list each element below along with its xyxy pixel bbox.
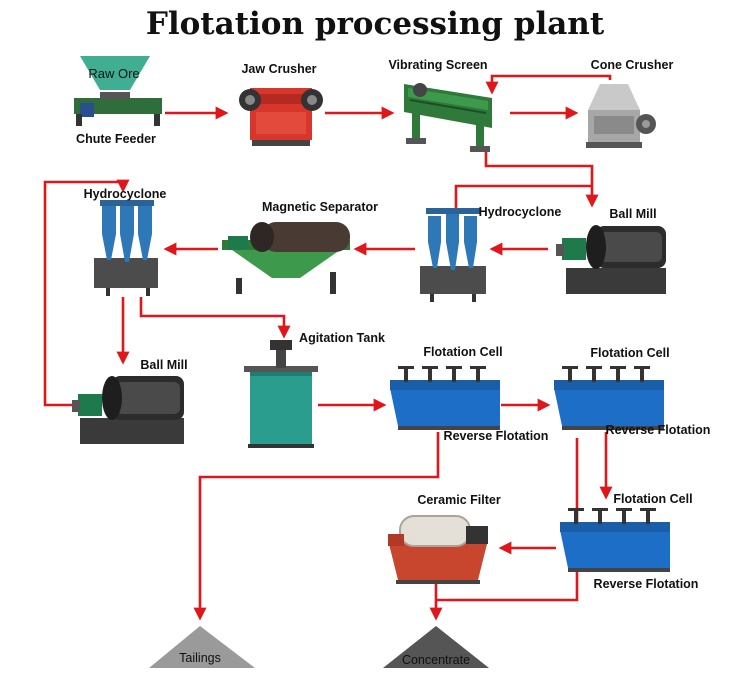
flotation-cell-3-machine (560, 508, 670, 572)
ball-mill-1-machine (556, 225, 666, 294)
flow-lines (43, 74, 613, 621)
flotation-cell-3-label: Flotation Cell (613, 492, 692, 506)
reverse-flotation-2-label: Reverse Flotation (606, 423, 711, 437)
cone-crusher-machine (586, 84, 656, 148)
jaw-crusher-label: Jaw Crusher (241, 62, 316, 76)
magnetic-separator-label: Magnetic Separator (262, 200, 378, 214)
cone-crusher-label: Cone Crusher (591, 58, 674, 72)
vibrating-screen-machine (404, 83, 492, 152)
reverse-flotation-1-label: Reverse Flotation (444, 429, 549, 443)
ball-mill-2-label: Ball Mill (140, 358, 187, 372)
chute-feeder-label: Chute Feeder (76, 132, 156, 146)
arrow-cyclone-to-tank (139, 297, 291, 339)
concentrate-label: Concentrate (402, 653, 470, 667)
tailings-pile (149, 626, 255, 668)
agitation-tank-label: Agitation Tank (299, 331, 385, 345)
hydrocyclone-1-label: Hydrocyclone (84, 187, 167, 201)
arrow-screen-to-ballmill (484, 148, 599, 208)
flotation-cell-1-label: Flotation Cell (423, 345, 502, 359)
agitation-tank-machine (244, 340, 318, 448)
hydrocyclone-2-machine (420, 208, 486, 302)
ball-mill-1-label: Ball Mill (609, 207, 656, 221)
arrow-cyclone-return (454, 184, 592, 208)
page-title: Flotation processing plant (145, 6, 605, 42)
ball-mill-2-machine (72, 376, 184, 444)
ceramic-filter-label: Ceramic Filter (417, 493, 501, 507)
vibrating-screen-label: Vibrating Screen (388, 58, 487, 72)
flotation-cell-2-label: Flotation Cell (590, 346, 669, 360)
concentrate-pile (383, 626, 489, 668)
arrow-cone-return (485, 74, 612, 95)
tailings-label: Tailings (179, 651, 221, 665)
arrow-ballmill2-loop (43, 179, 130, 407)
magnetic-separator-machine (222, 222, 350, 294)
reverse-flotation-3-label: Reverse Flotation (594, 577, 699, 591)
raw-ore-label: Raw Ore (88, 66, 139, 81)
ceramic-filter-machine (388, 515, 488, 584)
jaw-crusher-machine (239, 88, 323, 146)
arrow-cell1-tailings (193, 432, 440, 621)
chute-feeder-machine (74, 56, 162, 126)
flotation-cell-2-machine (554, 366, 664, 430)
flotation-cell-1-machine (390, 366, 500, 430)
hydrocyclone-2-label: Hydrocyclone (479, 205, 562, 219)
hydrocyclone-1-machine (94, 200, 158, 296)
